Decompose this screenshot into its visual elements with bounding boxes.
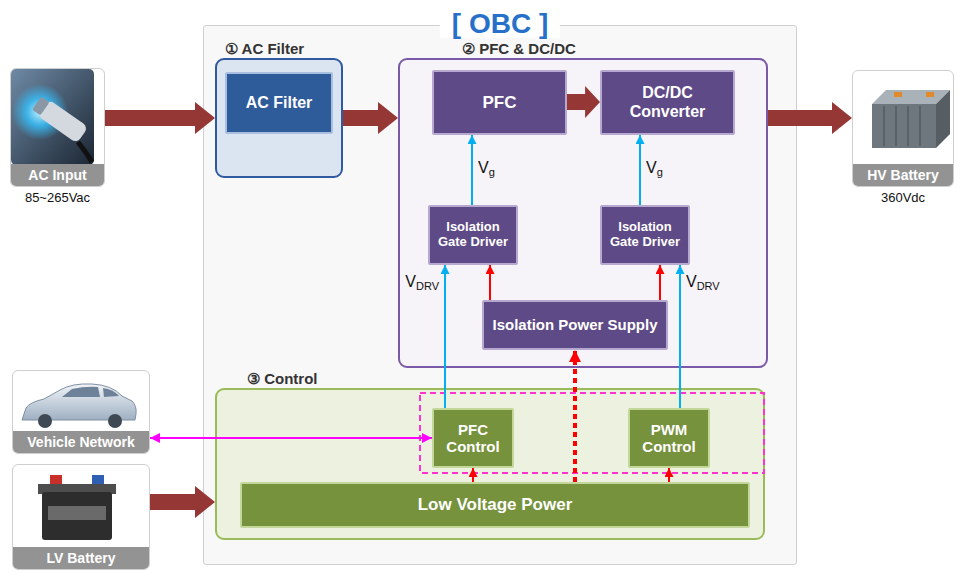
signal-label: VDRV	[686, 274, 720, 294]
power-flow-arrow	[105, 102, 215, 134]
rating-note: 360Vdc	[881, 190, 925, 205]
battery-terminal	[50, 475, 62, 485]
network-link-arrow	[150, 437, 432, 439]
hv-battery-picture	[872, 90, 950, 148]
drive-signal-arrow	[679, 265, 681, 408]
obc-housing: [ OBC ]① AC FilterAC Filter② PFC & DC/DC…	[203, 25, 797, 565]
power-flow-arrow	[150, 486, 215, 518]
pfc-block: PFC	[432, 70, 567, 135]
power-flow-arrow	[768, 102, 852, 134]
car-window	[62, 387, 100, 397]
low-voltage-power-block: Low Voltage Power	[240, 482, 750, 528]
lv-battery-picture	[38, 475, 116, 540]
icon-label: AC Input	[11, 164, 104, 186]
signal-label: Vg	[646, 160, 663, 180]
block-label: PFC	[483, 93, 517, 113]
pack-cells	[884, 106, 920, 146]
pwm-control-block: PWM Control	[628, 408, 710, 468]
group-heading: ② PFC & DC/DC	[462, 41, 576, 57]
power-flow-arrow	[343, 102, 398, 134]
icon-label: Vehicle Network	[13, 431, 149, 453]
block-label: Isolation Gate Driver	[434, 220, 512, 250]
picture-ground	[11, 69, 94, 165]
icon-label: LV Battery	[13, 547, 149, 569]
supply-arrow	[659, 265, 661, 300]
pack-terminal	[894, 92, 902, 97]
gate-driver-block: Isolation Gate Driver	[428, 205, 518, 265]
charging-plug-picture	[11, 69, 94, 165]
rating-note: 85~265Vac	[25, 190, 90, 205]
car-body	[22, 384, 136, 420]
pack-side	[936, 90, 950, 148]
supply-arrow	[668, 468, 670, 482]
car-picture	[22, 384, 136, 428]
block-label: PWM Control	[634, 421, 704, 456]
group-heading: ③ Control	[247, 371, 318, 387]
pfc-control-block: PFC Control	[432, 408, 514, 468]
block-label: DC/DC Converter	[606, 84, 729, 121]
housing-title: [ OBC ]	[440, 10, 560, 38]
car-wheel	[108, 414, 122, 428]
block-label: Isolation Gate Driver	[606, 220, 684, 250]
supply-arrow	[573, 350, 577, 482]
drive-signal-arrow	[639, 135, 641, 205]
power-flow-arrow	[567, 86, 600, 118]
control-bracket	[420, 393, 764, 473]
block-label: AC Filter	[246, 94, 313, 112]
plug-cable	[78, 142, 92, 162]
group-heading: ① AC Filter	[225, 41, 304, 57]
pack-front	[872, 104, 936, 148]
converter-block: DC/DC Converter	[600, 70, 735, 135]
battery-stripe	[48, 506, 106, 520]
icon-label: HV Battery	[853, 164, 953, 186]
car-wheel	[38, 414, 52, 428]
block-label: Low Voltage Power	[418, 495, 573, 515]
plug-handle	[31, 95, 88, 144]
battery-terminal	[92, 475, 104, 485]
filter-block: AC Filter	[225, 72, 333, 134]
block-label: PFC Control	[438, 421, 508, 456]
isolated-supply-block: Isolation Power Supply	[482, 300, 668, 350]
block-label: Isolation Power Supply	[492, 316, 657, 333]
control-group: ③ ControlPFC ControlPWM ControlLow Volta…	[215, 388, 765, 540]
battery-case	[42, 492, 112, 540]
supply-arrow	[472, 468, 474, 482]
drive-signal-arrow	[444, 265, 446, 408]
signal-label: VDRV	[405, 274, 439, 294]
gate-driver-block: Isolation Gate Driver	[600, 205, 690, 265]
supply-arrow	[489, 265, 491, 300]
drive-signal-arrow	[471, 135, 473, 205]
pack-terminal	[926, 92, 934, 97]
plug-head	[32, 97, 49, 116]
signal-label: Vg	[478, 160, 495, 180]
car-window	[103, 388, 119, 397]
ac-filter-group: ① AC FilterAC Filter	[215, 58, 343, 178]
